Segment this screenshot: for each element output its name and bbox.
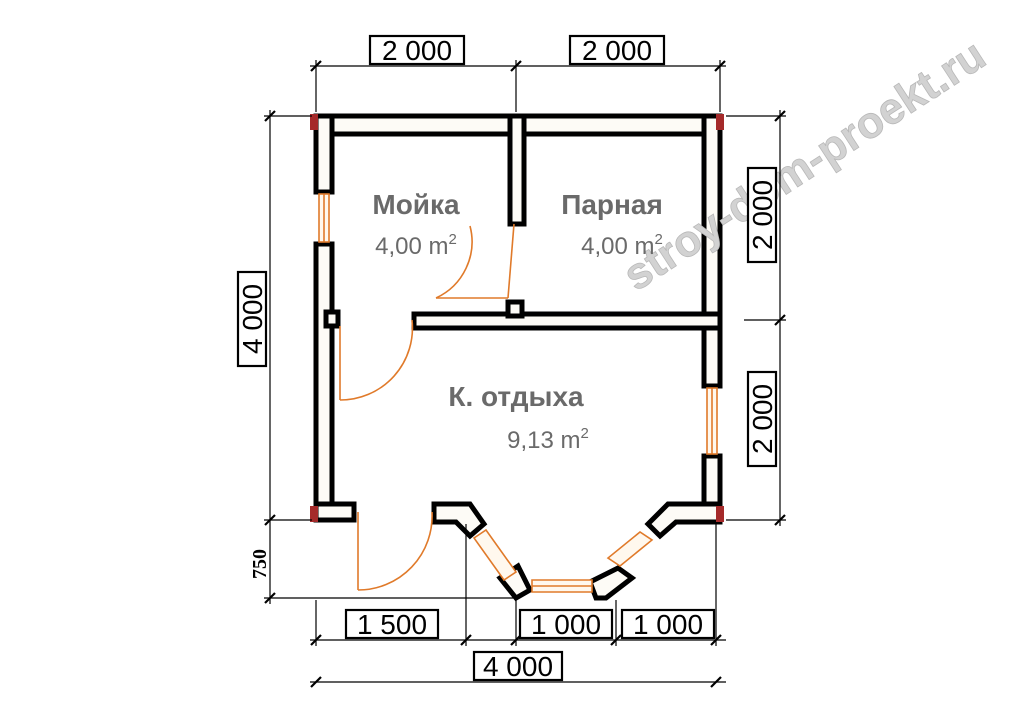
wall-partition-stub (505, 299, 525, 319)
room-name-parnaya: Парная (561, 189, 663, 220)
corner-bottom-left (310, 506, 318, 522)
room-labels: Мойка 4,00 m2 Парная 4,00 m2 К. отдыха 9… (372, 189, 662, 454)
wall-left-lower (313, 241, 335, 513)
wall-left-upper (313, 113, 335, 195)
window-bay-left (472, 528, 518, 582)
corner-markers (310, 114, 724, 522)
door-porch-arc (357, 511, 433, 591)
room-name-moyka: Мойка (372, 189, 460, 220)
walls (313, 113, 723, 602)
corner-top-left (310, 114, 318, 130)
dimension-lines (264, 60, 786, 688)
dim-top-left: 2 000 (382, 35, 452, 66)
wall-bay-bottom-right (586, 565, 637, 601)
doors (339, 223, 515, 591)
door-moyka-arc (435, 225, 473, 299)
dim-porch-depth: 750 (249, 549, 271, 579)
corner-bottom-right (716, 506, 724, 522)
room-name-rest: К. отдыха (448, 381, 584, 412)
windows (318, 193, 718, 593)
dimension-labels: 2 000 2 000 4 000 2 000 2 000 750 1 500 … (236, 34, 778, 682)
dim-bottom-total: 4 000 (483, 651, 553, 682)
wall-bay-left (431, 501, 488, 540)
wall-bay-right (644, 501, 723, 540)
dim-bottom-porch: 1 500 (357, 609, 427, 640)
dim-left: 4 000 (237, 284, 268, 354)
door-rest-arc (339, 319, 414, 401)
window-bay-right (606, 531, 654, 567)
wall-partition-vertical (507, 113, 527, 227)
watermark-text: stroy-dom-proekt.ru (615, 30, 994, 300)
dim-right-top: 2 000 (747, 180, 778, 250)
wall-partition-horizontal-right (411, 311, 723, 331)
corner-top-right (716, 114, 724, 130)
dim-bottom-right: 1 000 (633, 609, 703, 640)
wall-bottom-left (313, 501, 357, 523)
dim-bottom-mid: 1 000 (531, 609, 601, 640)
room-area-parnaya: 4,00 m2 (581, 231, 663, 260)
room-area-rest: 9,13 m2 (507, 425, 589, 454)
dim-right-bottom: 2 000 (747, 384, 778, 454)
wall-left-jog (323, 309, 341, 329)
dim-top-right: 2 000 (582, 35, 652, 66)
room-area-moyka: 4,00 m2 (375, 231, 457, 260)
